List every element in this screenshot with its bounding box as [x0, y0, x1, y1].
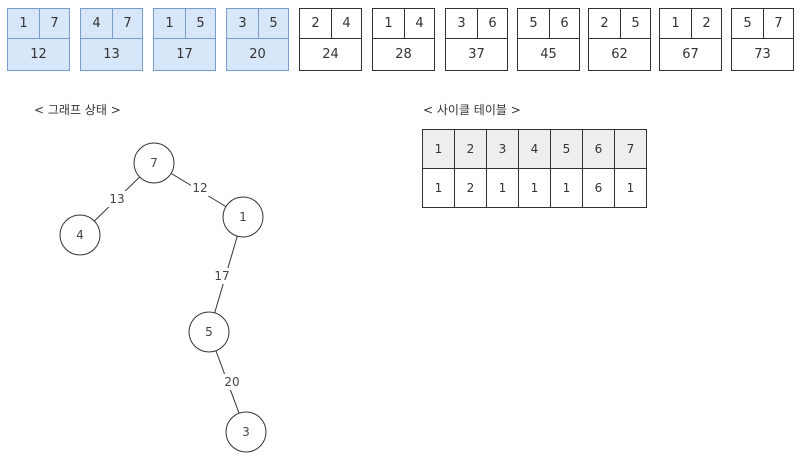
- cycle-table-value-cell: 1: [614, 168, 647, 208]
- graph-node-label: 4: [76, 228, 84, 242]
- cycle-table-value-cell: 1: [518, 168, 551, 208]
- edge-vertex-u: 3: [446, 9, 478, 38]
- edge-vertex-v: 6: [560, 16, 569, 31]
- cycle-table-header-cell: 1: [422, 129, 455, 169]
- edge-weight: 28: [395, 47, 412, 62]
- graph-node: [222, 196, 264, 238]
- edge-weight: 62: [611, 47, 628, 62]
- edge-vertex-v: 2: [702, 16, 711, 31]
- edge-vertex-u: 5: [518, 9, 550, 38]
- edge-weight: 73: [754, 47, 771, 62]
- graph-node-label: 5: [205, 325, 213, 339]
- cycle-table-header-cell: 5: [550, 129, 583, 169]
- cycle-table-header-cell: 6: [582, 129, 615, 169]
- edge-vertex-v: 5: [631, 16, 640, 31]
- graph-edge-label: 12: [192, 181, 207, 195]
- edge-vertex-v: 5: [269, 16, 278, 31]
- cycle-table-value-cell: 1: [422, 168, 455, 208]
- edge-vertex-u: 1: [8, 9, 40, 38]
- edge-vertex-v: 7: [774, 16, 783, 31]
- edge-vertex-v: 7: [123, 16, 132, 31]
- graph-node-label: 3: [242, 425, 250, 439]
- edge-vertex-u: 1: [154, 9, 186, 38]
- edge-vertex-v: 5: [196, 16, 205, 31]
- graph-node: [188, 311, 230, 353]
- graph-node: [59, 214, 101, 256]
- graph-node-label: 7: [150, 156, 158, 170]
- graph-diagram: 13 12 17 20 7 4 1 5 3: [59, 142, 267, 453]
- cycle-table-header-cell: 4: [518, 129, 551, 169]
- edge-vertex-u: 3: [227, 9, 259, 38]
- edge-vertex-v: 7: [50, 16, 59, 31]
- edge-weight: 24: [322, 47, 339, 62]
- graph-title: < 그래프 상태 >: [34, 103, 121, 117]
- edge-vertex-u: 1: [373, 9, 405, 38]
- graph-edge-label-bg: [223, 374, 241, 390]
- edge-weight: 45: [540, 47, 557, 62]
- edge-vertex-v: 4: [342, 16, 351, 31]
- cycle-table-value-cell: 1: [486, 168, 519, 208]
- graph-node: [133, 142, 175, 184]
- graph-node-label: 1: [239, 210, 247, 224]
- graph-node: [225, 411, 267, 453]
- graph-edge-label-bg: [213, 268, 231, 284]
- graph-edge-label: 20: [224, 375, 239, 389]
- edge-vertex-u: 2: [589, 9, 621, 38]
- edge-weight: 67: [682, 47, 699, 62]
- edge-weight: 13: [103, 47, 120, 62]
- graph-edge-label-bg: [108, 191, 126, 207]
- edge-weight: 37: [468, 47, 485, 62]
- edge-vertex-v: 6: [488, 16, 497, 31]
- cycle-table-header-cell: 3: [486, 129, 519, 169]
- graph-edge-label: 13: [109, 192, 124, 206]
- graph-edge-label-bg: [191, 180, 209, 196]
- cycle-table-value-cell: 6: [582, 168, 615, 208]
- edge-vertex-u: 5: [732, 9, 764, 38]
- edge-vertex-u: 1: [660, 9, 692, 38]
- edge-vertex-u: 2: [300, 9, 332, 38]
- graph-edge-label: 17: [214, 269, 229, 283]
- cycle-table-value-cell: 2: [454, 168, 487, 208]
- cycle-table-header-cell: 7: [614, 129, 647, 169]
- edge-weight: 20: [249, 47, 266, 62]
- cycle-table-header-cell: 2: [454, 129, 487, 169]
- edge-vertex-v: 4: [415, 16, 424, 31]
- edge-vertex-u: 4: [81, 9, 113, 38]
- edge-weight: 12: [30, 47, 47, 62]
- cycle-table-title: < 사이클 테이블 >: [423, 103, 521, 117]
- cycle-table-value-cell: 1: [550, 168, 583, 208]
- edge-weight: 17: [176, 47, 193, 62]
